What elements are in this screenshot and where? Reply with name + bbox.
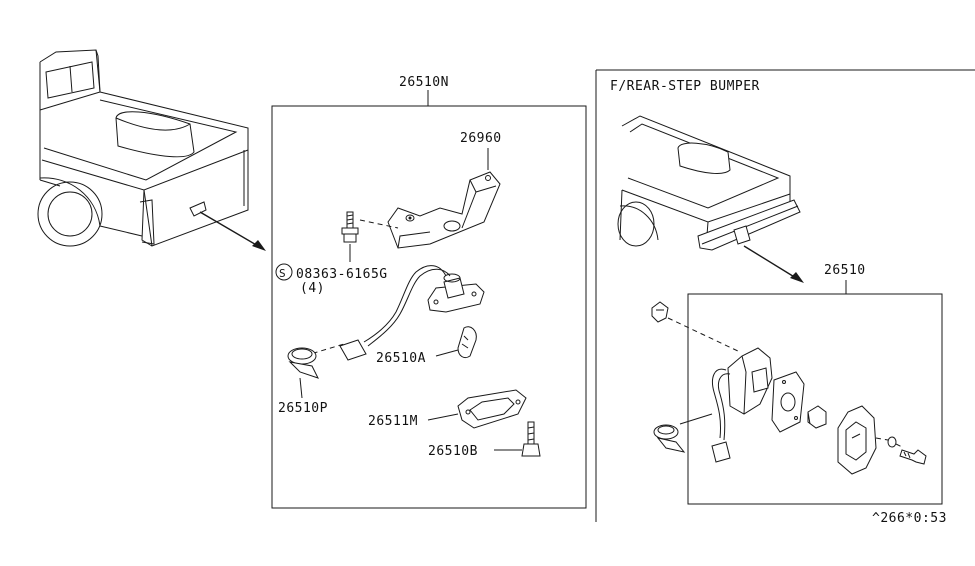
lamp-housing-right: [711, 347, 827, 463]
bracket-part: 26960: [387, 131, 502, 249]
label-26511M: 26511M: [368, 414, 418, 429]
clip-left-right: [653, 413, 713, 453]
lens-cover-right: [837, 405, 877, 475]
diagram-code: ^266*0:53: [872, 511, 947, 526]
variant-title: F/REAR-STEP BUMPER: [610, 79, 760, 94]
label-26510N: 26510N: [399, 75, 449, 90]
label-26510A: 26510A: [376, 351, 426, 366]
screw-symbol: S: [279, 267, 286, 280]
lamp-socket-part: [303, 265, 485, 361]
variant-panel-right: F/REAR-STEP BUMPER 26510: [595, 69, 975, 526]
label-26510B: 26510B: [428, 444, 478, 459]
clip-top-right: [651, 301, 741, 353]
truck-bed-left: [37, 49, 266, 251]
clip-part: 26510P: [278, 347, 328, 416]
bolt-part: 26510B: [428, 421, 541, 459]
screw-part: S 08363-6165G (4): [275, 211, 399, 296]
label-screw-quantity: (4): [300, 281, 325, 296]
label-26960: 26960: [460, 131, 502, 146]
label-08363-6165G: 08363-6165G: [296, 267, 388, 282]
label-26510P: 26510P: [278, 401, 328, 416]
lens-part: 26510A: [376, 326, 477, 366]
gasket-part: 26511M: [368, 389, 527, 429]
assembly-box-left: 26510N 26960 S 08363-6165G (4): [271, 75, 587, 509]
washer-screw-right: [875, 436, 927, 465]
label-26510: 26510: [824, 263, 866, 278]
truck-step-bumper: [617, 115, 804, 283]
